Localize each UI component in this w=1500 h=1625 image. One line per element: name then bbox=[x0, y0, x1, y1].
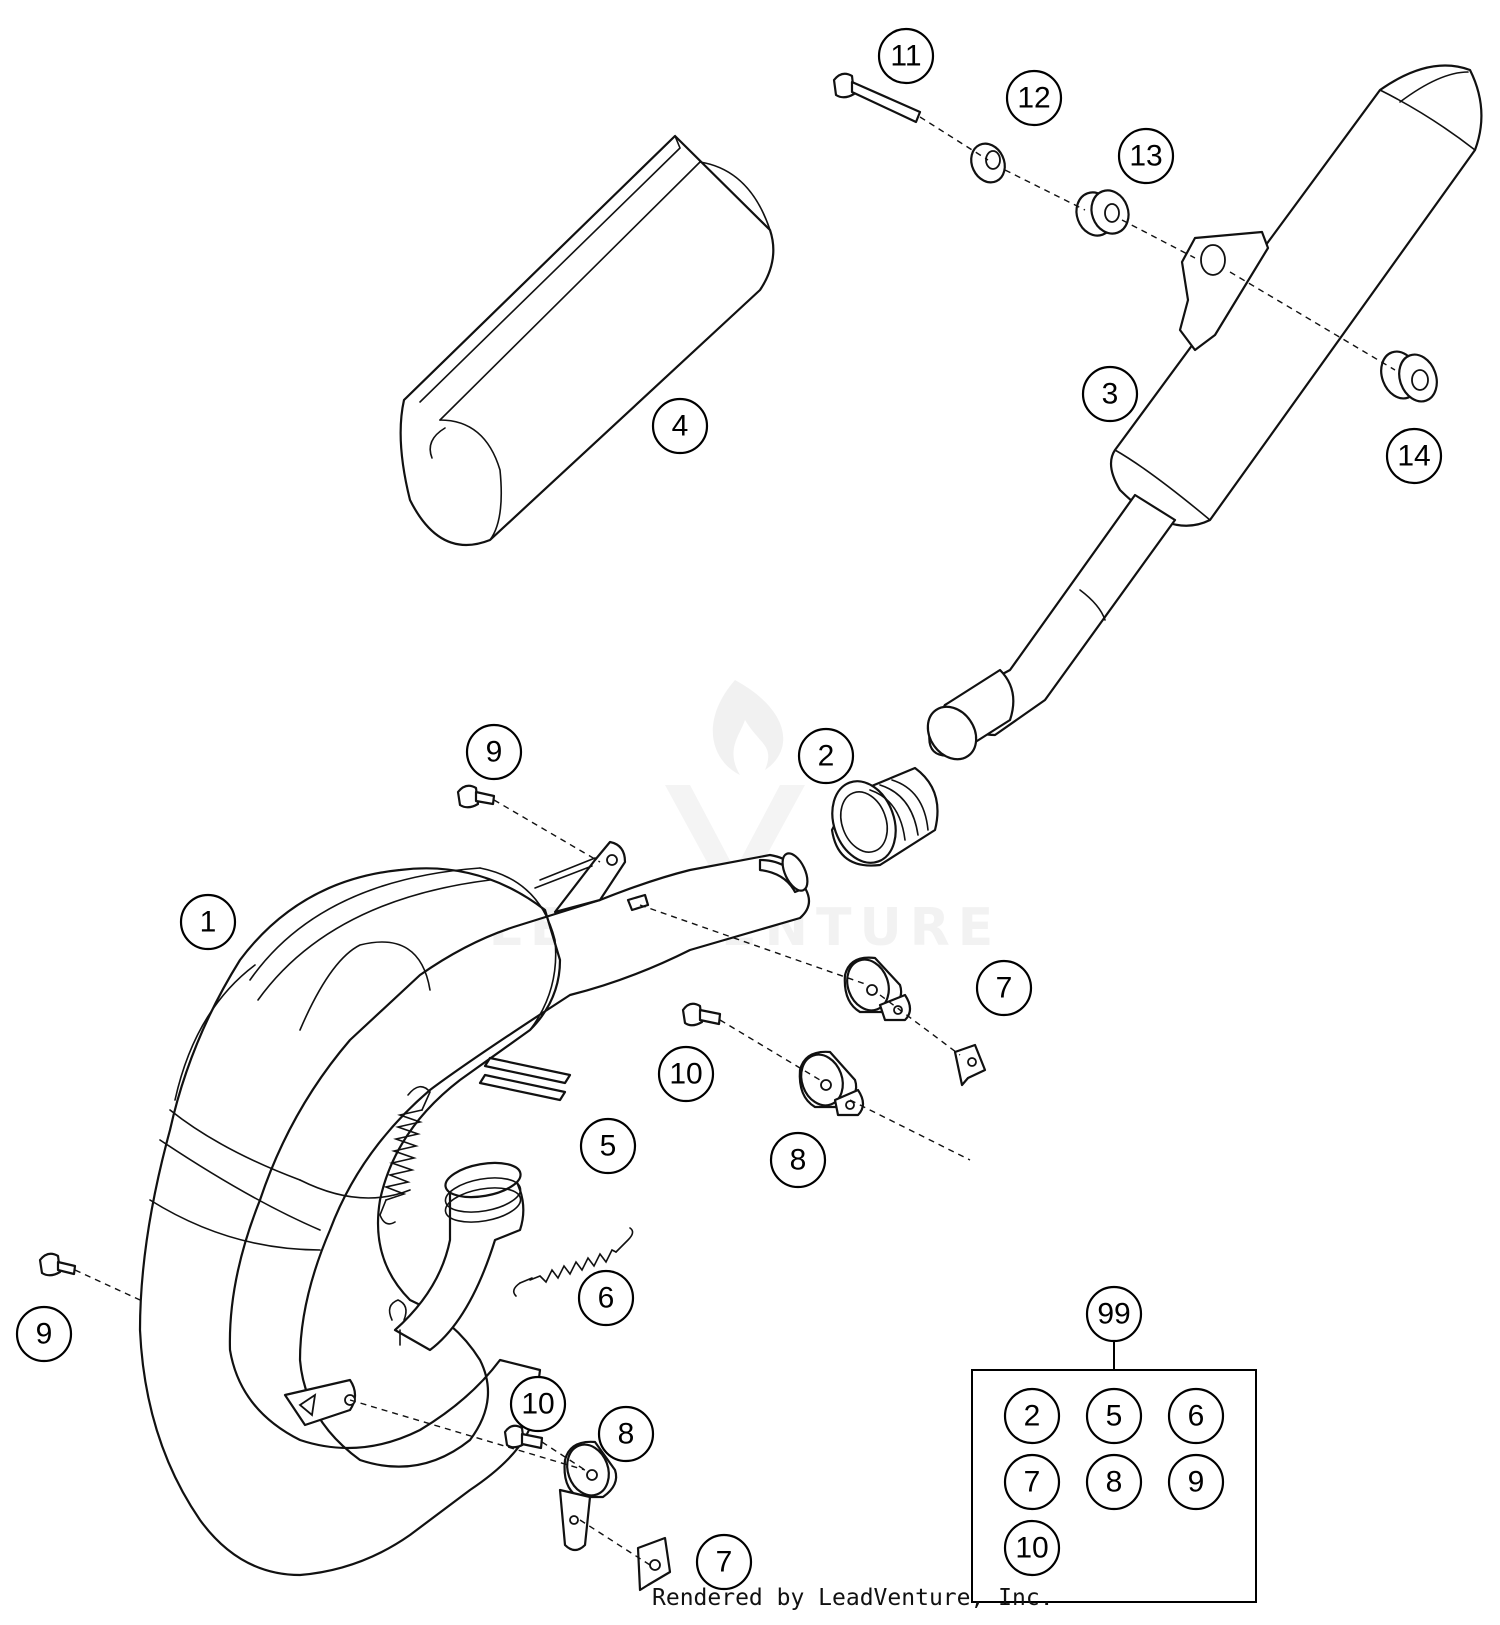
part-3-silencer bbox=[926, 64, 1483, 761]
kit-item-6: 6 bbox=[1167, 1387, 1225, 1445]
callout-3: 3 bbox=[1081, 365, 1139, 423]
svg-text:11: 11 bbox=[890, 40, 921, 73]
svg-text:13: 13 bbox=[1129, 140, 1162, 173]
svg-text:2: 2 bbox=[1024, 1400, 1041, 1433]
callout-6: 6 bbox=[577, 1269, 635, 1327]
clip-7-lower bbox=[636, 1536, 672, 1592]
bolt-9-lower bbox=[38, 1252, 77, 1277]
svg-text:7: 7 bbox=[996, 972, 1013, 1005]
kit-item-7: 7 bbox=[1003, 1453, 1061, 1511]
svg-text:6: 6 bbox=[598, 1282, 615, 1315]
svg-text:8: 8 bbox=[618, 1418, 635, 1451]
svg-text:99: 99 bbox=[1097, 1298, 1130, 1331]
bolt-10-lower bbox=[503, 1424, 544, 1450]
part-1-expansion-chamber bbox=[138, 840, 811, 1577]
bolt-10-upper bbox=[681, 1002, 722, 1027]
svg-text:6: 6 bbox=[1188, 1400, 1205, 1433]
bolt-11 bbox=[832, 72, 922, 124]
svg-text:12: 12 bbox=[1017, 82, 1050, 115]
washer-12 bbox=[970, 142, 1006, 184]
render-credit: Rendered by LeadVenture, Inc. bbox=[652, 1585, 1054, 1611]
bolt-9-upper bbox=[456, 784, 496, 809]
callout-10-upper: 10 bbox=[657, 1045, 715, 1103]
callout-7-lower: 7 bbox=[695, 1533, 753, 1591]
part-6-spring bbox=[512, 1227, 634, 1297]
kit-item-2: 2 bbox=[1003, 1387, 1061, 1445]
part-5-strips bbox=[478, 1056, 572, 1102]
svg-text:7: 7 bbox=[716, 1546, 733, 1579]
kit-item-10: 10 bbox=[1003, 1519, 1061, 1577]
svg-text:10: 10 bbox=[669, 1058, 702, 1091]
svg-text:9: 9 bbox=[36, 1318, 53, 1351]
kit-item-5: 5 bbox=[1085, 1387, 1143, 1445]
svg-text:5: 5 bbox=[1106, 1400, 1123, 1433]
svg-text:10: 10 bbox=[521, 1388, 554, 1421]
callout-10-lower: 10 bbox=[509, 1375, 567, 1433]
svg-text:2: 2 bbox=[818, 740, 835, 773]
clip-7-upper bbox=[953, 1043, 987, 1087]
callout-7-upper: 7 bbox=[975, 959, 1033, 1017]
svg-text:5: 5 bbox=[600, 1130, 617, 1163]
assembly-lines bbox=[74, 116, 1396, 1566]
svg-text:14: 14 bbox=[1397, 440, 1430, 473]
callout-1: 1 bbox=[179, 893, 237, 951]
svg-text:8: 8 bbox=[790, 1144, 807, 1177]
grommet-14 bbox=[1380, 350, 1438, 403]
callout-2: 2 bbox=[797, 727, 855, 785]
callout-11: 11 bbox=[877, 27, 935, 85]
kit-item-9: 9 bbox=[1167, 1453, 1225, 1511]
callout-9-upper: 9 bbox=[465, 723, 523, 781]
callout-8-lower: 8 bbox=[597, 1405, 655, 1463]
svg-text:10: 10 bbox=[1015, 1532, 1048, 1565]
part-2-coupling bbox=[830, 766, 939, 867]
svg-text:8: 8 bbox=[1106, 1466, 1123, 1499]
callout-9-lower: 9 bbox=[15, 1305, 73, 1363]
callout-99: 99 bbox=[1085, 1285, 1143, 1343]
svg-text:4: 4 bbox=[672, 410, 689, 443]
svg-text:3: 3 bbox=[1102, 378, 1119, 411]
callout-5: 5 bbox=[579, 1117, 637, 1175]
kit-99-group: 99 2 5 6 7 8 9 10 bbox=[971, 1285, 1257, 1603]
mount-8-upper-a bbox=[843, 956, 912, 1022]
callout-12: 12 bbox=[1005, 69, 1063, 127]
callout-13: 13 bbox=[1117, 127, 1175, 185]
kit-item-8: 8 bbox=[1085, 1453, 1143, 1511]
mount-8-middle bbox=[798, 1050, 865, 1117]
callout-8-upper: 8 bbox=[769, 1131, 827, 1189]
grommet-13 bbox=[1075, 189, 1130, 237]
svg-text:9: 9 bbox=[1188, 1466, 1205, 1499]
svg-text:1: 1 bbox=[200, 906, 217, 939]
part-4-sleeve bbox=[399, 134, 775, 547]
mount-8-lower bbox=[558, 1440, 618, 1552]
svg-text:7: 7 bbox=[1024, 1466, 1041, 1499]
svg-text:9: 9 bbox=[486, 736, 503, 769]
callout-14: 14 bbox=[1385, 427, 1443, 485]
part-6-spring-upper bbox=[379, 1085, 431, 1225]
callout-4: 4 bbox=[651, 397, 709, 455]
